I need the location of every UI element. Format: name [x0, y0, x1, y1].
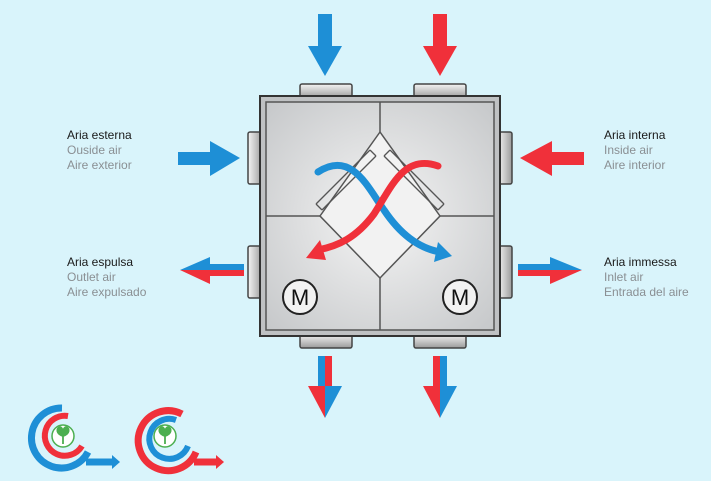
label-supply-air: Aria immessa Inlet air Entrada del aire	[604, 255, 689, 300]
exhaust-arrow-left	[180, 257, 244, 284]
label-supply-english: Inlet air	[604, 270, 644, 284]
right-motor-label: M	[451, 285, 469, 310]
red-arrow-down-top	[423, 14, 457, 76]
label-outside-spanish: Aire exterior	[67, 158, 132, 172]
internal-dividers	[266, 102, 494, 330]
blue-arrow-down-top	[308, 14, 342, 76]
left-motor-label: M	[291, 285, 309, 310]
red-flow-curve	[306, 160, 442, 260]
label-inside-primary: Aria interna	[604, 128, 666, 142]
label-exhaust-air: Aria espulsa Outlet air Aire expulsado	[67, 255, 146, 300]
label-exhaust-spanish: Aire expulsado	[67, 285, 147, 299]
bottom-left-arrow-down	[308, 356, 342, 418]
blue-arrow-right-left	[178, 141, 240, 176]
bottom-right-arrow-down	[423, 356, 457, 418]
label-outside-english: Ouside air	[67, 143, 122, 157]
label-inside-spanish: Aire interior	[604, 158, 666, 172]
label-exhaust-english: Outlet air	[67, 270, 116, 284]
label-outside-primary: Aria esterna	[67, 128, 132, 142]
recovery-logo-icon	[134, 407, 224, 475]
label-exhaust-primary: Aria espulsa	[67, 255, 134, 269]
fan-motor-icon: M	[282, 279, 318, 315]
label-outside-air: Aria esterna Ouside air Aire exterior	[67, 128, 132, 173]
red-arrow-left-right	[520, 141, 584, 176]
label-supply-primary: Aria immessa	[604, 255, 677, 269]
blue-flow-curve	[314, 161, 452, 262]
recovery-logo-icon	[28, 404, 120, 472]
label-supply-spanish: Entrada del aire	[604, 285, 689, 299]
label-inside-air: Aria interna Inside air Aire interior	[604, 128, 665, 173]
label-inside-english: Inside air	[604, 143, 653, 157]
fan-motor-icon: M	[442, 279, 478, 315]
supply-arrow-right	[518, 257, 582, 284]
